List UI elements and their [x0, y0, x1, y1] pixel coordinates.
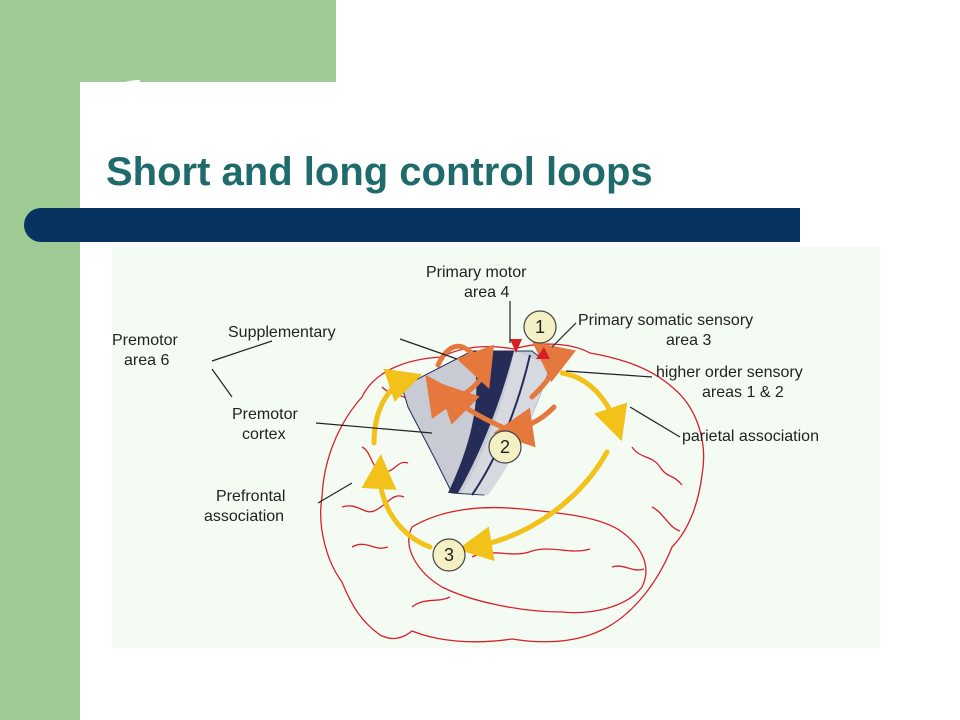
leader-somatic-sensory	[551, 322, 577, 348]
marker-1-label: 1	[535, 317, 545, 337]
label-primary-motor-line2: area 4	[464, 284, 509, 301]
sulcus-line	[611, 565, 645, 571]
leader-supplementary	[399, 338, 458, 360]
leader-parietal	[629, 406, 681, 438]
sulcus-line	[351, 543, 389, 549]
label-primary-motor-line1: Primary motor	[426, 264, 527, 281]
long-loop-arrow	[371, 368, 423, 446]
leader-higher-order	[565, 370, 653, 378]
brain-figure: 1 2 3 Primary motor area 4 Premotor area…	[112, 247, 880, 648]
side-band	[0, 0, 80, 720]
label-somatic-sensory-line1: Primary somatic sensory	[578, 312, 753, 329]
label-premotor-area6-line1: Premotor	[112, 332, 178, 349]
loop-marker-1: 1	[523, 310, 557, 344]
temporal-lobe-outline	[408, 506, 647, 614]
marker-2-label: 2	[500, 437, 510, 457]
sulcus-line	[341, 495, 405, 513]
leader-premotor-area6-b	[211, 368, 233, 398]
sulcus-line	[411, 596, 451, 608]
title-underline-bar	[24, 208, 800, 242]
long-loop-arrow	[361, 454, 433, 550]
short-loop-arrow	[493, 404, 557, 448]
brain-diagram: 1 2 3 Primary motor area 4 Premotor area…	[112, 247, 880, 648]
label-prefrontal-line2: association	[204, 508, 284, 525]
label-premotor-area6-line2: area 6	[124, 352, 169, 369]
short-loop-arrow	[529, 341, 577, 400]
label-somatic-sensory-line2: area 3	[666, 332, 711, 349]
loop-marker-3: 3	[432, 538, 466, 572]
brain-outline	[320, 343, 705, 643]
label-higher-order-line2: areas 1 & 2	[702, 384, 784, 401]
leader-premotor-area6-a	[211, 340, 273, 362]
top-band	[0, 0, 336, 82]
sensory-input-arrow	[536, 347, 550, 359]
label-parietal: parietal association	[682, 428, 819, 445]
label-premotor-cortex-line1: Premotor	[232, 406, 298, 423]
label-higher-order-line1: higher order sensory	[656, 364, 803, 381]
label-prefrontal-line1: Prefrontal	[216, 488, 285, 505]
sulcus-line	[631, 446, 683, 486]
short-loop-arrow	[435, 343, 494, 390]
long-loop-arrow	[457, 449, 610, 561]
sulcus-line	[651, 506, 681, 532]
leader-premotor-cortex	[315, 422, 433, 434]
label-premotor-cortex-line2: cortex	[242, 426, 286, 443]
marker-3-label: 3	[444, 545, 454, 565]
leader-prefrontal	[317, 482, 353, 504]
slide-title: Short and long control loops	[106, 150, 653, 194]
motor-input-arrow	[510, 339, 522, 353]
corner-curve	[80, 80, 140, 140]
motor-strip	[448, 351, 514, 493]
label-supplementary: Supplementary	[228, 324, 336, 341]
loop-marker-2: 2	[488, 430, 522, 464]
